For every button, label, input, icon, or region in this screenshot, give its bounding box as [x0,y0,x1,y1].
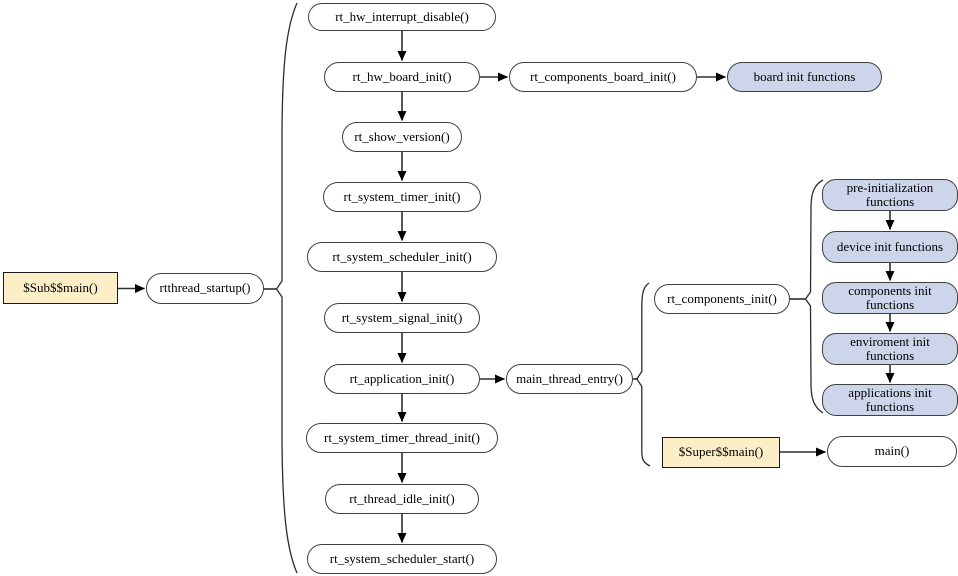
node-enviroment-init-functions: enviroment init functions [822,333,958,365]
node-main-thread-entry: main_thread_entry() [506,364,633,394]
node-rt-components-init: rt_components_init() [654,284,790,314]
node-rtthread-startup: rtthread_startup() [146,273,264,304]
node-pre-initialization-functions: pre-initialization functions [822,179,958,211]
node-rt-hw-interrupt-disable: rt_hw_interrupt_disable() [308,3,496,31]
node-rt-show-version: rt_show_version() [342,122,462,152]
node-board-init-functions: board init functions [727,62,882,92]
node-sub-main: $Sub$$main() [3,272,118,304]
node-device-init-functions: device init functions [822,231,958,263]
node-rt-components-board-init: rt_components_board_init() [509,62,697,92]
node-rt-system-timer-init: rt_system_timer_init() [323,182,481,212]
brace-main-thread-entry [636,282,651,467]
node-rt-system-signal-init: rt_system_signal_init() [324,303,480,333]
node-super-main: $Super$$main() [662,437,780,468]
node-components-init-functions: components init functions [822,282,958,314]
brace-rtthread-startup [275,2,298,574]
node-main: main() [827,436,957,467]
node-rt-system-timer-thread-init: rt_system_timer_thread_init() [306,423,498,453]
node-rt-application-init: rt_application_init() [324,364,480,394]
node-rt-thread-idle-init: rt_thread_idle_init() [325,484,479,514]
node-rt-system-scheduler-init: rt_system_scheduler_init() [307,242,497,272]
node-applications-init-functions: applications init functions [822,384,958,416]
brace-rt-components-init [804,179,824,414]
node-rt-hw-board-init: rt_hw_board_init() [324,62,480,92]
node-rt-system-scheduler-start: rt_system_scheduler_start() [307,544,497,574]
